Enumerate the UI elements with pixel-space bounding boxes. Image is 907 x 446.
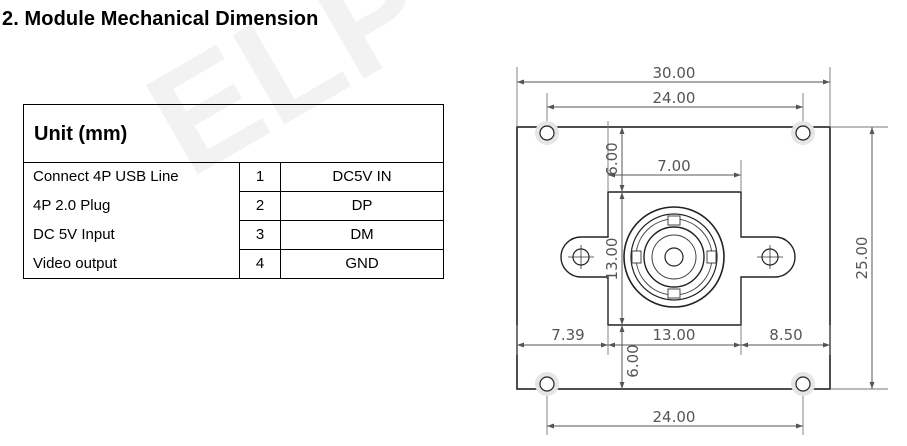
- pin-signal: DC5V IN: [280, 162, 444, 192]
- mounting-hole: [535, 121, 559, 145]
- dim-hole-spacing-top: 24.00: [653, 89, 696, 107]
- mounting-hole: [535, 372, 559, 396]
- table-row: 4P 2.0 Plug 2 DP: [23, 191, 444, 221]
- row-label: Video output: [23, 249, 240, 279]
- dim-mount-bottom: 6.00: [624, 344, 642, 377]
- dim-mount-base: 13.00: [653, 326, 696, 344]
- pin-signal: GND: [280, 249, 444, 279]
- row-label: DC 5V Input: [23, 220, 240, 250]
- dim-board-width: 30.00: [653, 64, 696, 82]
- mount-ear-hole: [568, 245, 594, 269]
- dim-mount-height: 13.00: [603, 238, 621, 281]
- pin-signal: DM: [280, 220, 444, 250]
- row-label: Connect 4P USB Line: [23, 162, 240, 192]
- table-row: DC 5V Input 3 DM: [23, 220, 444, 250]
- row-label: 4P 2.0 Plug: [23, 191, 240, 221]
- extension-lines: [516, 67, 888, 435]
- dim-right-offset: 8.50: [769, 326, 802, 344]
- pin-table: Unit (mm) Connect 4P USB Line 1 DC5V IN …: [23, 104, 444, 279]
- pin-signal: DP: [280, 191, 444, 221]
- dim-left-offset: 7.39: [551, 326, 584, 344]
- section-heading: 2. Module Mechanical Dimension: [2, 8, 319, 30]
- mount-ear-hole: [757, 245, 783, 269]
- dim-mount-width: 7.00: [657, 157, 690, 175]
- lens: [623, 206, 725, 308]
- mounting-hole: [791, 121, 815, 145]
- table-row: Video output 4 GND: [23, 249, 444, 279]
- pin-number: 1: [239, 162, 281, 192]
- pin-number: 3: [239, 220, 281, 250]
- table-row: Connect 4P USB Line 1 DC5V IN: [23, 162, 444, 192]
- mechanical-drawing: 30.00 24.00 7.00 7.39 13.00 8.50 24.00 2…: [516, 64, 888, 435]
- pin-number: 2: [239, 191, 281, 221]
- table-title: Unit (mm): [23, 104, 444, 163]
- pin-number: 4: [239, 249, 281, 279]
- dim-board-height: 25.00: [853, 237, 871, 280]
- table-title-row: Unit (mm): [23, 104, 444, 163]
- dim-mount-top: 6.00: [603, 142, 621, 175]
- mounting-hole: [791, 372, 815, 396]
- dim-hole-spacing-bottom: 24.00: [653, 408, 696, 426]
